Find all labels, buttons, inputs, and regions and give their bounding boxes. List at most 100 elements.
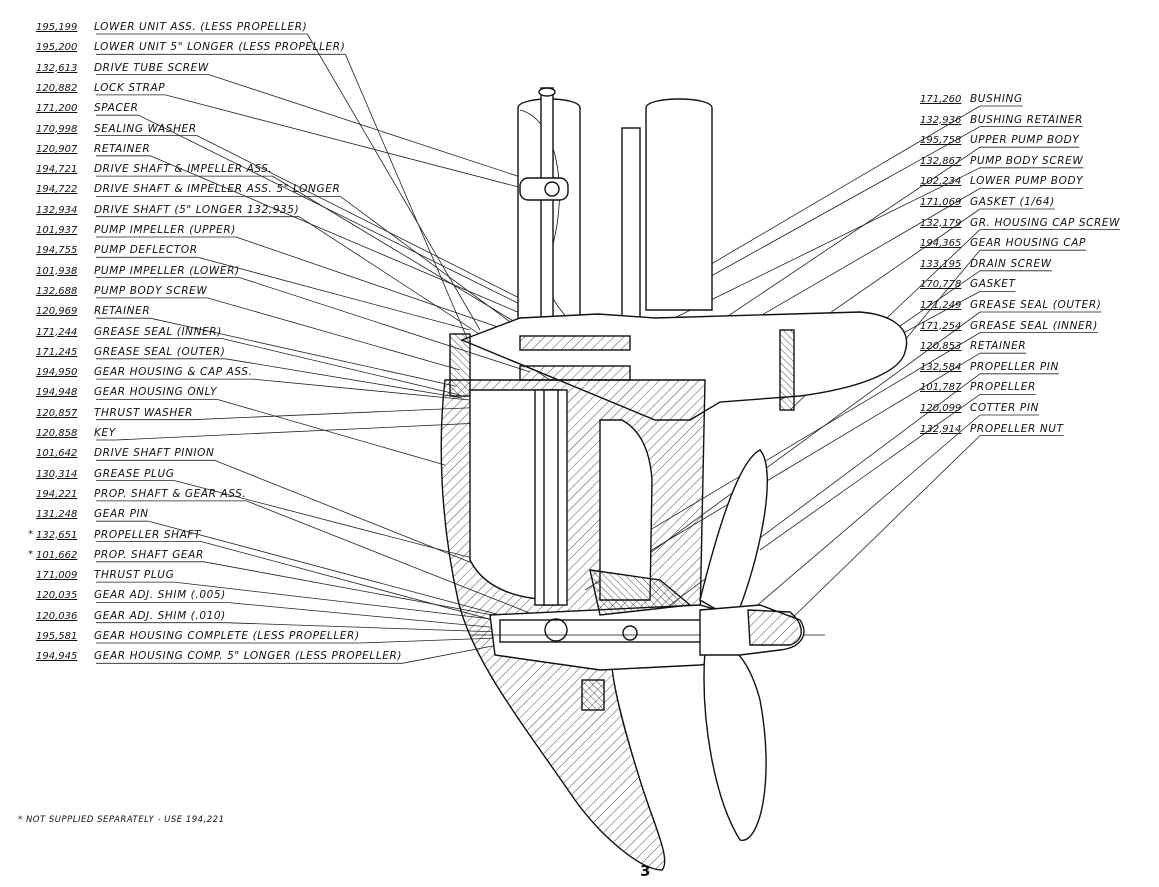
part-number: 120,882 [36,82,78,94]
right-part-label: 171,249Grease Seal (Outer) [920,298,1101,313]
part-number: 194,755 [36,245,78,257]
part-name: Gear Adj. Shim (.005) [94,589,226,602]
part-number: 132,613 [36,62,78,74]
leader-line [207,297,461,371]
part-name: Gear Housing & Cap Ass. [94,366,253,379]
right-part-label: 102,234Lower Pump Body [920,174,1083,189]
right-part-label: 132,179 Gr. Housing Cap Screw [920,216,1120,231]
leader-line [739,414,981,621]
left-part-label: 194,945Gear Housing Comp. 5" Longer (Les… [36,649,402,664]
part-name: Gear Pin [94,508,149,521]
right-part-label: 171,260Bushing [920,92,1023,107]
gearcase-lower [470,569,825,711]
part-name: Prop. Shaft Gear [94,548,204,561]
part-name: Lower Unit Ass. (Less propeller) [94,21,308,33]
part-number: 101,642 [36,448,78,460]
part-number: 101,787 [920,382,962,394]
part-number: 194,722 [36,184,78,196]
left-part-label: *101,662Prop. Shaft Gear [28,548,204,563]
part-name: Lock Strap [94,81,166,94]
right-part-label: 132,914Propeller Nut [920,422,1064,437]
leader-line [225,358,463,399]
part-name: Thrust Plug [94,569,175,582]
part-number: 132,867 [920,155,962,167]
leader-line [196,135,576,327]
part-number: 171,200 [36,103,78,115]
part-name: Gear Housing Comp. 5" Longer (Less prope… [94,650,403,663]
right-part-label: 132,584Propeller Pin [920,360,1059,375]
part-number: 120,857 [36,407,78,419]
footnote: * Not Supplied Separately - Use 194,221 [18,815,225,825]
part-name: Gasket [970,278,1016,291]
part-number: 120,969 [36,306,78,318]
left-part-label: 132,688Pump Body Screw [36,284,207,299]
part-number: 132,179 [920,217,962,229]
left-part-label: 120,035Gear Adj. Shim (.005) [36,588,226,603]
left-part-label: 101,937Pump Impeller (Upper) [36,223,236,238]
part-name: Spacer [94,102,139,115]
leader-line [306,33,481,331]
pump-housing [449,311,908,421]
part-number: 120,036 [36,610,78,622]
part-number: 120,853 [920,341,962,353]
left-part-label: 131,248Gear Pin [36,507,149,522]
part-name: Gr. Housing Cap Screw [970,216,1121,229]
leader-line [221,338,461,396]
leader-line [239,277,531,373]
part-name: Grease Seal (Inner) [94,325,222,338]
part-name: Drive Shaft (5" Longer 132,935) [94,203,300,216]
leader-line [252,378,471,401]
leader-line [150,317,456,387]
leader-line [272,175,546,341]
part-name: Drive Shaft & Impeller Ass. [94,163,273,176]
leader-line [165,94,531,191]
part-number: 132,584 [920,361,962,373]
part-name: Pump Body Screw [94,284,208,297]
left-part-label: 195,581Gear Housing Complete (Less prope… [36,629,360,644]
leader-line [235,236,531,339]
part-name: Cotter Pin [970,402,1039,414]
part-number: 171,249 [920,300,962,311]
right-part-label: 120,099Cotter Pin [920,401,1039,416]
left-part-label: 194,950Gear Housing & Cap Ass. [36,365,253,380]
part-name: Key [94,427,116,439]
part-number: 130,314 [36,468,78,480]
left-part-label: 132,934Drive Shaft (5" Longer 132,935) [36,203,299,218]
part-number: 101,937 [36,225,78,236]
part-number: 195,200 [36,42,78,54]
part-name: Pump Body Screw [970,154,1084,167]
part-number: 102,234 [920,176,962,188]
part-name: Sealing Washer [94,122,197,135]
right-part-label: 171,254Grease Seal (Inner) [920,319,1098,334]
part-name: Gasket (1/64) [970,196,1055,208]
part-name: Propeller Nut [970,422,1064,435]
page-number: 3 [640,862,651,880]
part-name: Pump Deflector [94,244,198,257]
propeller [699,449,805,841]
part-number: 101,662 [36,549,78,561]
drive-tube-right [621,98,713,319]
left-part-label: 171,200 Spacer [36,101,139,116]
leader-line [216,399,446,466]
part-name: Grease Seal (Inner) [970,319,1098,332]
left-part-label: 120,858 Key [36,426,116,441]
left-part-label: *132,651Propeller Shaft [28,528,202,543]
left-part-label: 171,244 Grease Seal (Inner) [36,325,222,340]
part-name: Gear Housing Only [94,386,218,399]
left-part-label: 194,948Gear Housing Only [36,385,217,400]
part-number: 195,581 [36,631,78,642]
left-part-label: 120,907Retainer [36,142,150,157]
part-number: 171,244 [36,326,78,338]
leader-line [724,146,981,319]
left-part-label: 195,199 Lower Unit Ass. (Less propeller) [36,20,307,35]
leader-line [345,54,471,346]
part-number: 120,858 [36,428,78,439]
part-number: 195,199 [36,22,78,33]
left-part-label: 171,245Grease Seal (Outer) [36,345,225,360]
part-name: Gear Adj. Shim (.010) [94,609,226,622]
part-name: Bushing Retainer [970,113,1083,126]
part-name: Propeller Shaft [94,528,202,541]
right-part-label: 133,195Drain Screw [920,257,1052,272]
